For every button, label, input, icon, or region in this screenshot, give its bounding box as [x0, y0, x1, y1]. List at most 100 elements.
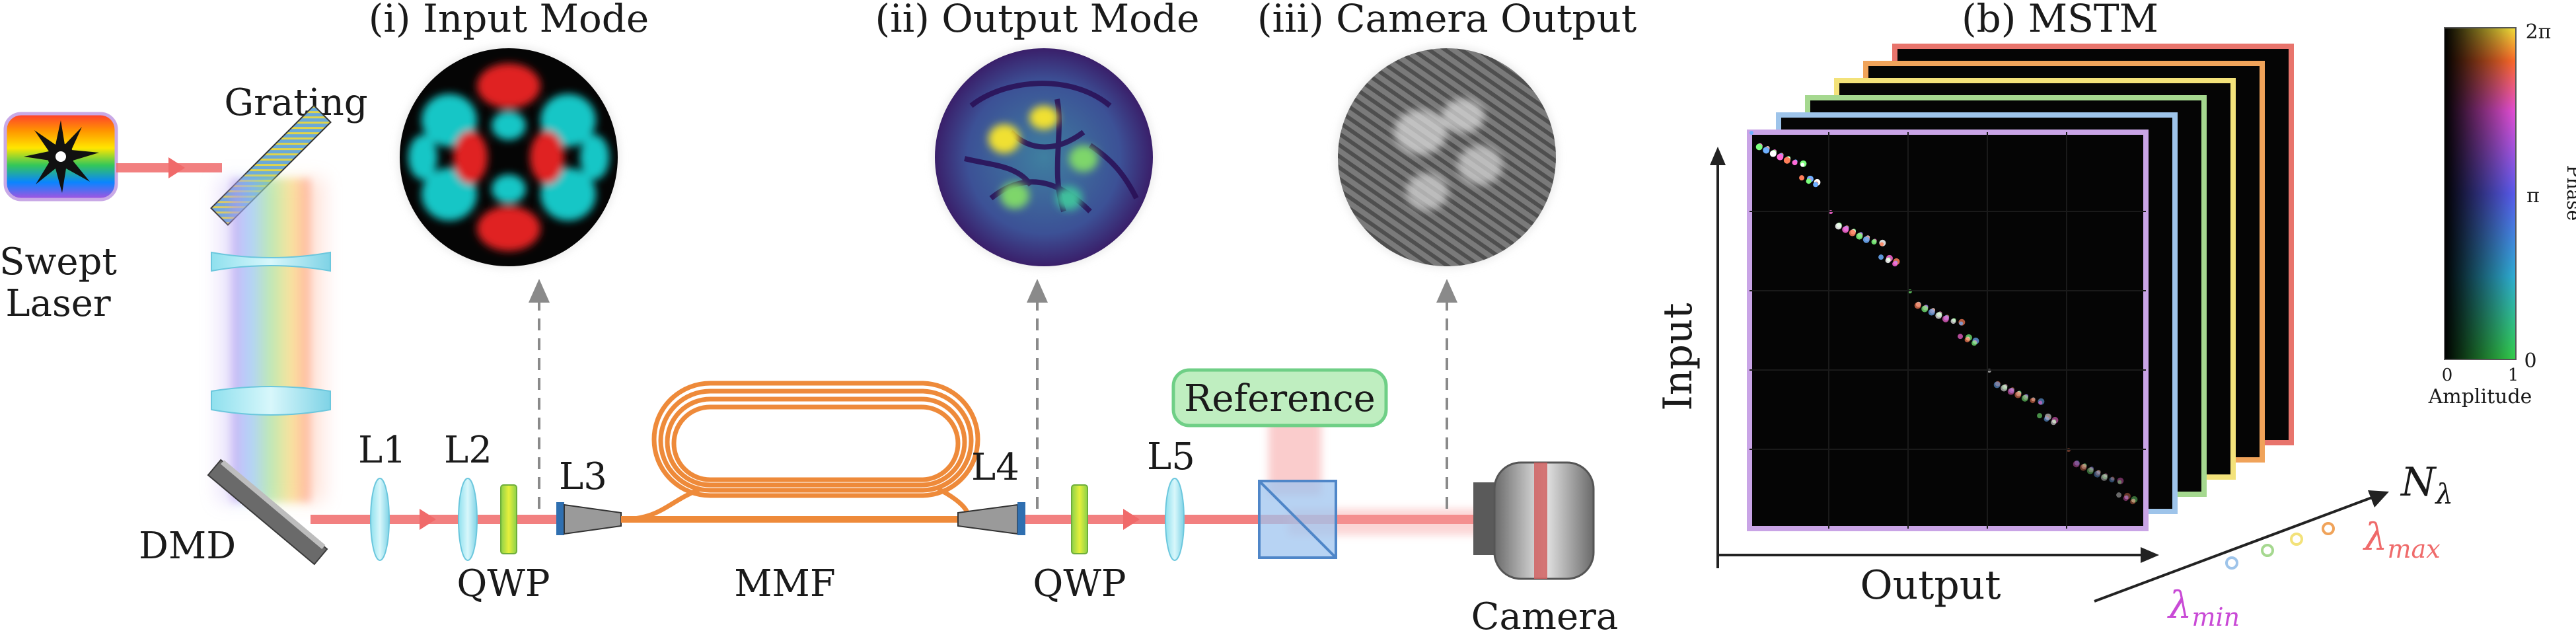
reference-label: Reference — [1184, 377, 1376, 420]
mstm-diagonal-speckle — [1971, 340, 1977, 346]
mstm-diagonal-speckle — [1777, 153, 1784, 161]
mstm-diagonal-speckle — [1783, 157, 1790, 164]
mstm-diagonal-speckle — [2123, 496, 2129, 502]
mstm-diagonal-speckle — [2043, 416, 2049, 422]
mstm-diagonal-speckle — [1921, 305, 1929, 313]
multimode-fiber-coil — [620, 381, 980, 523]
mstm-diagonal-speckle — [2123, 492, 2131, 500]
mstm-diagonal-speckle — [1835, 223, 1842, 230]
mstm-diagonal-speckle — [1749, 131, 1753, 135]
mstm-diagonal-speckle — [2037, 413, 2043, 419]
input-mode-image — [398, 46, 620, 268]
dmd-mirror — [207, 459, 328, 566]
mstm-diagonal-speckle — [2117, 480, 2122, 484]
beam-splitter-cube — [1258, 480, 1337, 559]
mstm-diagonal-speckle — [2110, 476, 2115, 481]
mstm-diagonal-speckle — [1849, 229, 1856, 237]
panel-mstm-title: (b) MSTM — [1962, 0, 2158, 41]
colorbar-x-title: Amplitude — [2428, 385, 2532, 408]
mstm-diagonal-speckle — [1914, 302, 1921, 309]
mstm-x-axis — [1718, 547, 2159, 563]
mstm-diagonal-speckle — [1958, 334, 1964, 340]
mstm-diagonal-speckle — [1842, 226, 1849, 233]
mstm-diagonal-speckle — [2001, 385, 2008, 392]
mstm-diagonal-speckle — [2088, 466, 2094, 472]
colorbar-axis-title: Phase — [2563, 165, 2576, 221]
output-mode-image — [933, 46, 1155, 268]
mstm-diagonal-speckle — [1959, 321, 1964, 326]
mstm-diagonal-speckle — [1950, 318, 1956, 324]
n-lambda-label: Nλ — [2400, 459, 2453, 510]
mstm-x-axis-label: Output — [1860, 562, 2001, 609]
mstm-diagonal-speckle — [2094, 470, 2101, 478]
swept-laser-label-line2: Laser — [5, 282, 110, 325]
mstm-diagonal-speckle — [2116, 492, 2122, 498]
mstm-diagonal-speckle — [1892, 261, 1898, 267]
mstm-diagonal-speckle — [1763, 147, 1770, 154]
qwp-right-label: QWP — [1033, 562, 1126, 605]
mstm-diagonal-speckle — [1856, 233, 1863, 240]
colorbar-mid-tick: π — [2526, 184, 2540, 207]
camera-icon — [1473, 461, 1595, 580]
mstm-diagonal-speckle — [1993, 381, 2001, 389]
l1-label: L1 — [358, 429, 406, 472]
qwp-plate-left — [500, 484, 517, 554]
mstm-diagonal-speckle — [2030, 398, 2036, 404]
mstm-diagonal-speckle — [2073, 461, 2080, 468]
fiber-coupler-l4 — [957, 502, 1025, 535]
colorbar-x-min: 0 — [2442, 365, 2453, 385]
lens-l5 — [1165, 478, 1185, 561]
swept-laser-label-line1: Swept — [0, 241, 117, 283]
l3-label: L3 — [559, 455, 607, 498]
mstm-diagonal-speckle — [2131, 498, 2136, 503]
mstm-diagonal-speckle — [2104, 473, 2108, 478]
swept-laser — [3, 112, 118, 202]
grating-label: Grating — [224, 81, 367, 124]
wavelength-axis — [2094, 490, 2389, 603]
reference-box — [1171, 368, 1388, 428]
mstm-diagonal-speckle — [2021, 394, 2028, 402]
mstm-diagonal-speckle — [2100, 474, 2108, 481]
qwp-left-label: QWP — [457, 562, 550, 605]
fiber-coupler-l3 — [556, 502, 622, 535]
panel-output-mode-title: (ii) Output Mode — [875, 0, 1200, 41]
mstm-diagonal-speckle — [2081, 463, 2087, 469]
mstm-diagonal-speckle — [1942, 315, 1949, 322]
mstm-diagonal-speckle — [1964, 337, 1970, 343]
arrowhead-input — [529, 279, 550, 303]
mstm-diagonal-speckle — [2124, 495, 2129, 500]
l5-label: L5 — [1147, 435, 1195, 478]
qwp-plate-right — [1071, 484, 1088, 554]
mstm-diagonal-speckle — [2131, 496, 2138, 503]
mstm-diagonal-speckle — [2117, 477, 2124, 484]
colorbar-x-max: 1 — [2508, 365, 2519, 385]
mstm-diagonal-speckle — [2130, 499, 2136, 505]
mstm-diagonal-speckle — [2082, 463, 2087, 468]
mstm-diagonal-speckle — [1928, 309, 1935, 316]
lens-l1 — [370, 478, 390, 561]
l2-label: L2 — [444, 429, 492, 472]
lambda-max-label: λmax — [2363, 516, 2441, 564]
mstm-diagonal-speckle — [1769, 150, 1777, 157]
beam-dmd-to-l3 — [311, 509, 562, 530]
mstm-frame-stack — [1747, 44, 2294, 531]
mstm-diagonal-speckle — [1880, 242, 1884, 246]
camera-label: Camera — [1471, 595, 1619, 633]
mstm-diagonal-speckle — [2096, 470, 2101, 474]
lens-l2 — [458, 478, 478, 561]
mstm-frame — [1747, 130, 2149, 531]
mstm-diagonal-speckle — [2095, 470, 2101, 476]
mstm-diagonal-speckle — [2080, 464, 2087, 471]
colorbar-top-tick: 2π — [2526, 20, 2552, 44]
mstm-diagonal-speckle — [1935, 312, 1942, 319]
arrowhead-output — [1027, 279, 1048, 303]
mstm-diagonal-speckle — [1878, 254, 1884, 260]
colorbar-bottom-tick: 0 — [2524, 350, 2536, 373]
wavelength-dots — [2225, 522, 2335, 570]
mstm-y-axis-label: Input — [1655, 303, 1701, 411]
laser-beam-to-grating — [116, 157, 222, 178]
mstm-diagonal-speckle — [2038, 400, 2043, 405]
mstm-diagonal-speckle — [2102, 474, 2108, 479]
lambda-min-label: λmin — [2167, 584, 2240, 632]
camera-output-image — [1336, 46, 1558, 268]
